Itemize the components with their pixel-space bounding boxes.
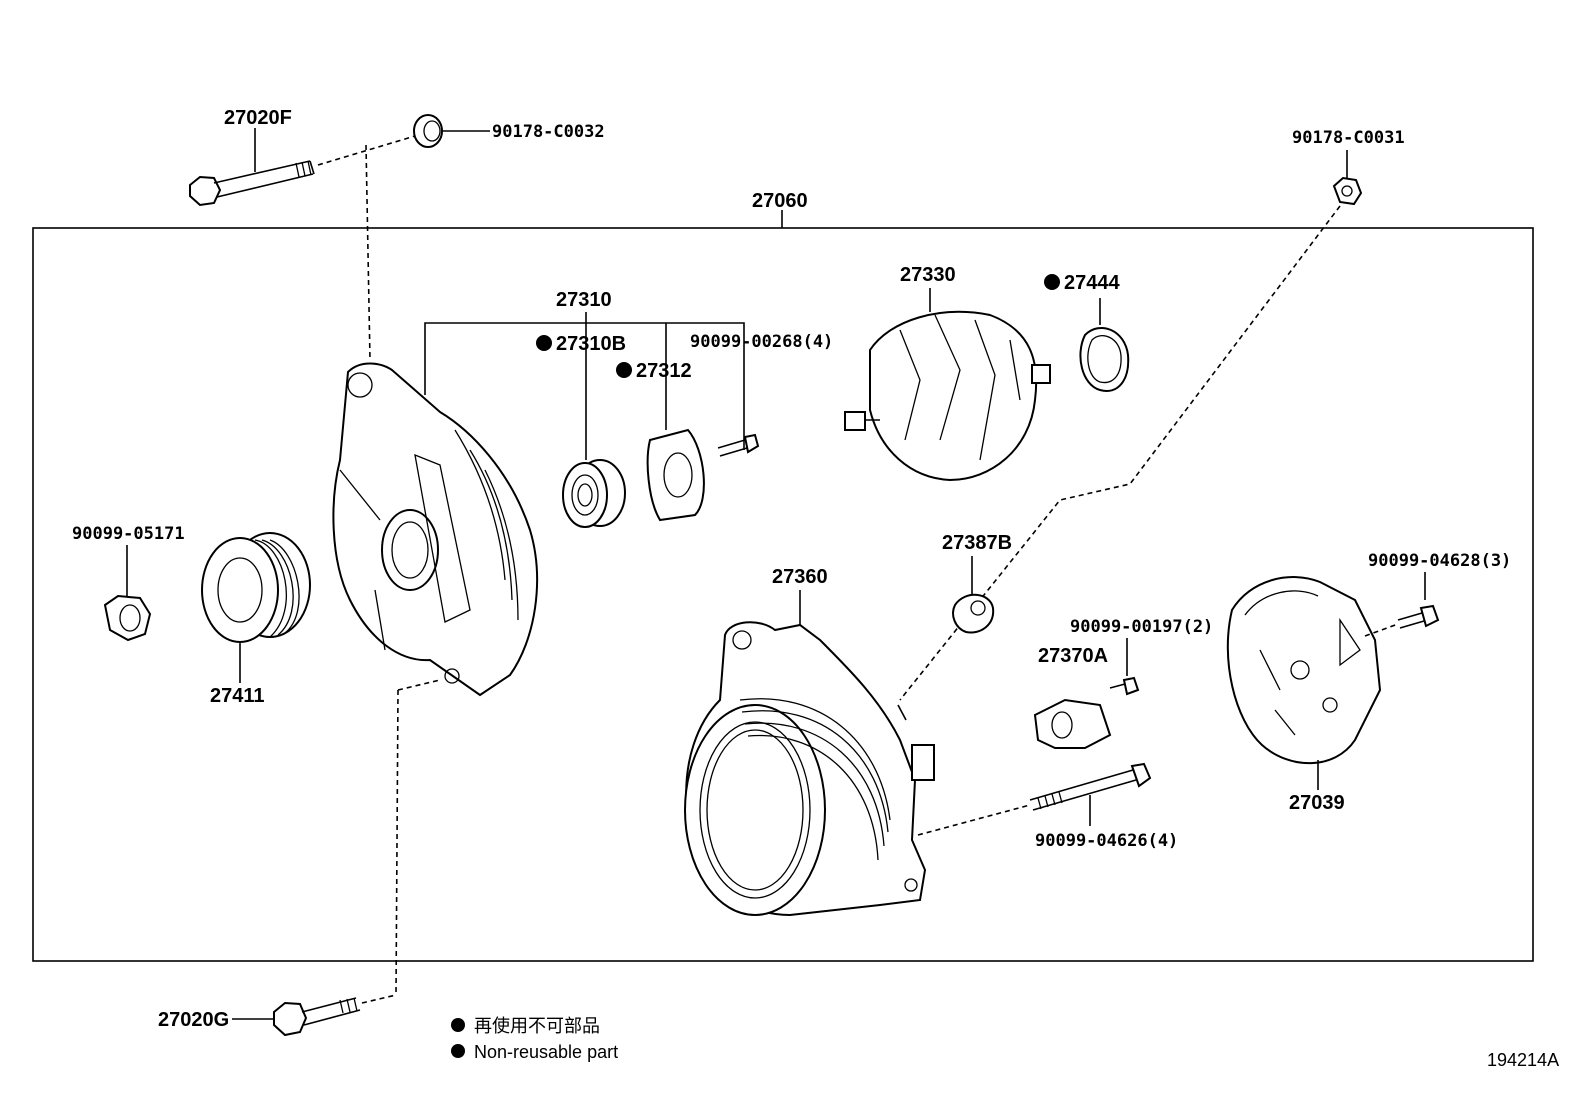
legend-marker-ja — [451, 1018, 465, 1032]
non-reusable-marker-27312 — [616, 362, 632, 378]
legend-marker-en — [451, 1044, 465, 1058]
seal-27444-icon — [1079, 326, 1130, 392]
label-27411[interactable]: 27411 — [210, 685, 265, 707]
label-27312[interactable]: 27312 — [636, 360, 692, 382]
label-27310B[interactable]: 27310B — [556, 333, 626, 355]
bolt-27020F-icon — [189, 160, 315, 207]
retainer-plate-27312-icon — [646, 428, 705, 522]
label-27360[interactable]: 27360 — [772, 566, 828, 588]
label-90099-04626[interactable]: 90099-04626(4) — [1035, 831, 1178, 851]
label-90178-C0031[interactable]: 90178-C0031 — [1292, 128, 1405, 148]
figure-code: 194214A — [1487, 1050, 1559, 1070]
label-27370A[interactable]: 27370A — [1038, 645, 1108, 667]
screw-90099-04628-icon — [1397, 604, 1440, 629]
label-90099-00268[interactable]: 90099-00268(4) — [690, 332, 833, 352]
rear-cover-27039-icon — [1226, 576, 1382, 765]
label-90099-04628[interactable]: 90099-04628(3) — [1368, 551, 1511, 571]
label-27330[interactable]: 27330 — [900, 264, 956, 286]
legend-english: Non-reusable part — [474, 1042, 618, 1062]
bolt-90099-04626-icon — [1029, 762, 1152, 811]
collar-90178-C0032-icon — [413, 114, 443, 148]
label-27060[interactable]: 27060 — [752, 190, 808, 212]
label-90099-05171[interactable]: 90099-05171 — [72, 524, 185, 544]
screw-90099-00197-icon — [1109, 676, 1140, 696]
regulator-27370A-icon — [1033, 698, 1112, 749]
bearing-27310B-icon — [562, 459, 626, 528]
rotor-27330-icon — [844, 311, 1051, 482]
terminal-27387B-icon — [952, 593, 995, 634]
screw-90099-00268-icon — [717, 433, 760, 457]
label-27039[interactable]: 27039 — [1289, 792, 1345, 814]
non-reusable-marker-27444 — [1044, 274, 1060, 290]
label-27387B[interactable]: 27387B — [942, 532, 1012, 554]
nut-90099-05171-icon — [103, 594, 152, 642]
label-27020F[interactable]: 27020F — [224, 107, 292, 129]
collar-90178-C0031-icon — [1332, 176, 1363, 206]
label-27020G[interactable]: 27020G — [158, 1009, 229, 1031]
label-90178-C0032[interactable]: 90178-C0032 — [492, 122, 605, 142]
non-reusable-marker-27310B — [536, 335, 552, 351]
drive-end-frame-icon — [332, 362, 539, 697]
pulley-27411-icon — [201, 532, 311, 643]
label-90099-00197[interactable]: 90099-00197(2) — [1070, 617, 1213, 637]
label-27444[interactable]: 27444 — [1064, 272, 1120, 294]
rectifier-end-frame-27360-icon — [684, 621, 935, 917]
label-27310[interactable]: 27310 — [556, 289, 612, 311]
assembly-frame — [32, 227, 1534, 962]
legend-japanese: 再使用不可部品 — [474, 1016, 600, 1036]
bolt-27020G-icon — [273, 997, 361, 1037]
